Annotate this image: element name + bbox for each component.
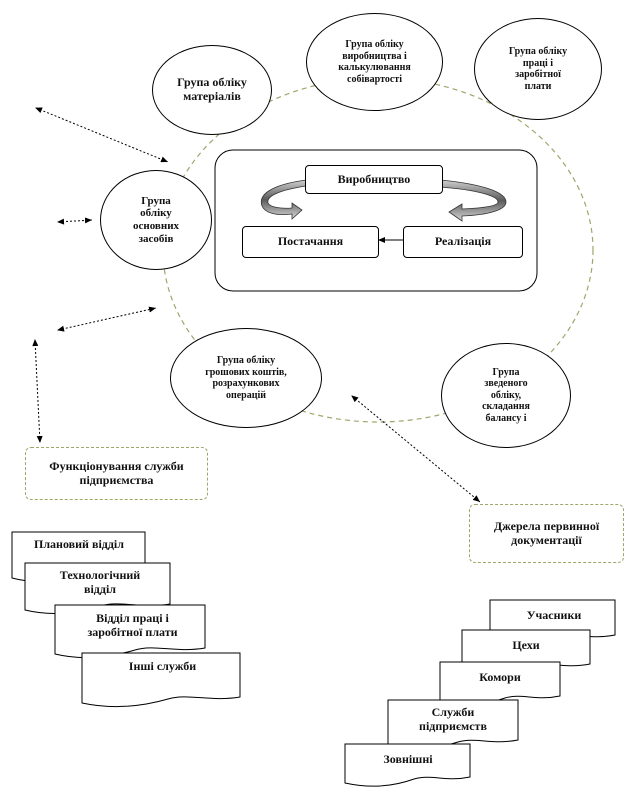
left-doc-other-label: Інші служби <box>128 659 197 674</box>
primary-sources-box: Джерела первинної документації <box>469 504 624 563</box>
right-doc-participants: Учасники <box>500 604 608 628</box>
primary-sources-label: Джерела первинної документації <box>493 518 600 547</box>
ribbon-right <box>439 179 507 222</box>
right-doc-storerooms: Комори <box>446 665 554 691</box>
group-summary: Група зведеного обліку, складання баланс… <box>441 343 571 448</box>
group-cash: Група обліку грошових коштів, розрахунко… <box>170 328 322 428</box>
sales-box: Реалізація <box>403 226 523 258</box>
group-production-costing-label: Група обліку виробництва і калькулювання… <box>338 39 411 85</box>
enterprise-services-label: Функціонування служби підприємства <box>49 458 184 487</box>
group-materials-label: Група обліку матеріалів <box>177 75 247 103</box>
ribbon-left <box>260 179 307 220</box>
left-doc-planning-label: Плановий відділ <box>33 537 124 552</box>
supply-box: Постачання <box>242 226 379 258</box>
group-cash-label: Група обліку грошових коштів, розрахунко… <box>205 355 287 401</box>
right-doc-storerooms-label: Комори <box>479 670 521 685</box>
left-doc-technology-label: Технологічний відділ <box>59 568 141 596</box>
left-doc-other: Інші служби <box>100 656 225 678</box>
production-box: Виробництво <box>305 165 443 194</box>
left-doc-planning: Плановий відділ <box>20 534 138 556</box>
right-doc-shapes <box>344 599 616 787</box>
group-fixed-assets: Група обліку основних засобів <box>100 170 212 270</box>
right-doc-external: Зовнішні <box>352 748 464 772</box>
production-label: Виробництво <box>337 171 411 186</box>
group-fixed-assets-label: Група обліку основних засобів <box>132 194 180 245</box>
right-doc-external-label: Зовнішні <box>383 752 433 767</box>
sales-label: Реалізація <box>434 234 492 249</box>
group-labor: Група обліку праці і заробітної плати <box>474 18 602 120</box>
left-doc-labor: Відділ праці і заробітної плати <box>70 608 195 644</box>
ring <box>162 77 594 423</box>
left-doc-shapes <box>11 531 241 707</box>
right-doc-participants-label: Учасники <box>526 608 582 623</box>
left-doc-technology: Технологічний відділ <box>45 566 155 600</box>
right-doc-services: Служби підприємств <box>392 703 514 737</box>
enterprise-services-box: Функціонування служби підприємства <box>25 447 208 500</box>
group-materials: Група обліку матеріалів <box>152 45 272 135</box>
group-labor-label: Група обліку праці і заробітної плати <box>508 46 568 92</box>
right-doc-workshops: Цехи <box>470 633 582 659</box>
right-doc-workshops-label: Цехи <box>512 638 540 653</box>
group-production-costing: Група обліку виробництва і калькулювання… <box>306 13 443 111</box>
left-doc-labor-label: Відділ праці і заробітної плати <box>87 611 178 639</box>
supply-label: Постачання <box>277 234 344 249</box>
right-doc-services-label: Служби підприємств <box>419 705 487 733</box>
group-summary-label: Група зведеного обліку, складання баланс… <box>482 366 530 424</box>
